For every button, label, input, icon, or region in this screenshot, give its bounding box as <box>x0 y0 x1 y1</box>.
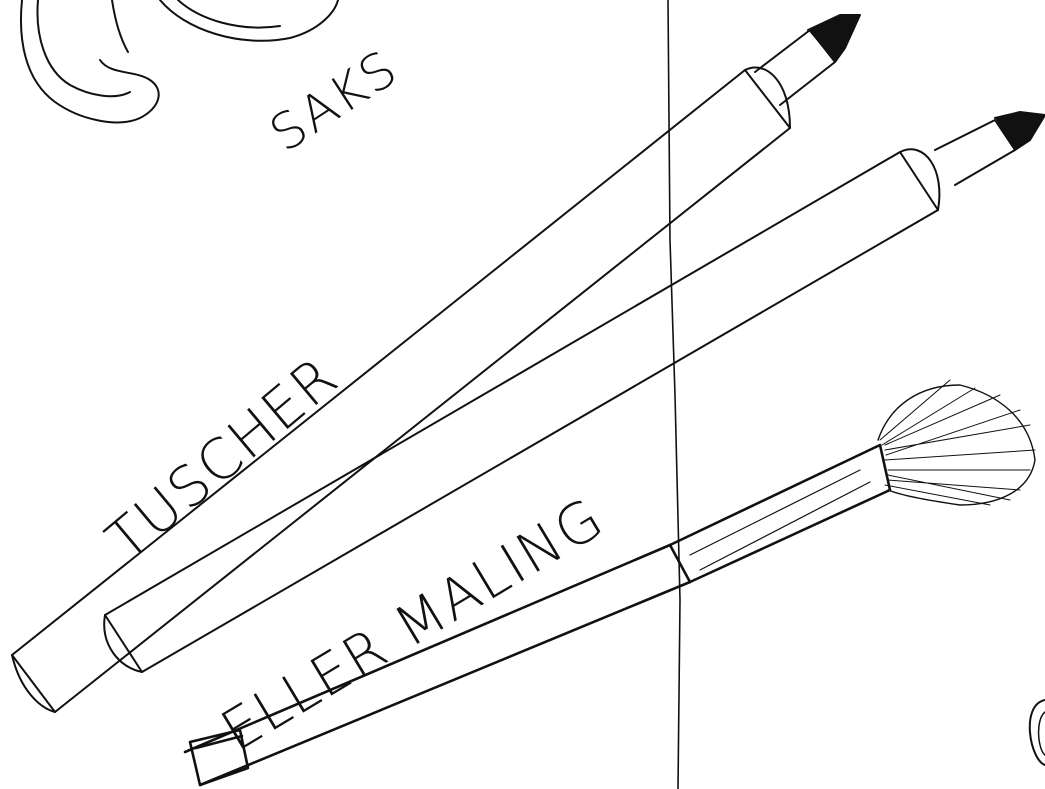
badge-edge-icon <box>1028 699 1045 766</box>
marker-pen-icon <box>103 111 1045 673</box>
scissors-handle-icon <box>19 0 339 124</box>
marker-pen-icon <box>11 14 861 713</box>
page-fold-line <box>667 0 681 789</box>
paint-brush-icon <box>183 379 1036 787</box>
